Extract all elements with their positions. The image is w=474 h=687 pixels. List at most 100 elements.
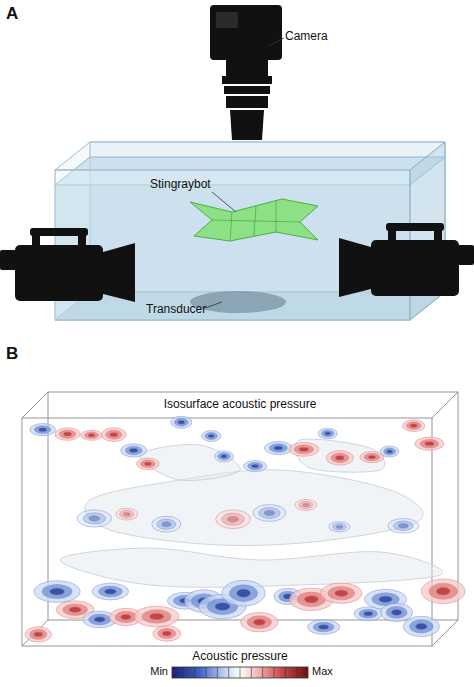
pressure-lobe (63, 432, 71, 436)
pressure-lobe (55, 428, 81, 441)
pressure-lobe (421, 579, 465, 604)
pressure-lobe (420, 439, 439, 448)
pressure-lobe (92, 583, 129, 600)
pressure-lobe (406, 422, 421, 430)
pressure-lobe (436, 587, 450, 595)
pressure-lobe (335, 456, 344, 461)
pressure-lobe (152, 516, 181, 532)
camera-icon (210, 5, 282, 60)
domain-box (22, 418, 432, 646)
pressure-lobe (247, 616, 271, 629)
pressure-lobe (391, 609, 401, 615)
pressure-lobe (253, 505, 286, 522)
pressure-lobe (429, 583, 457, 599)
pressure-lobe (318, 428, 337, 439)
pressure-lobe (158, 629, 176, 639)
scale-end-label: Min (150, 665, 168, 678)
pressure-lobe (331, 453, 349, 462)
colorbar-tick (183, 667, 184, 678)
pressure-lobe (50, 588, 65, 595)
video-camera-icon (388, 227, 396, 242)
pressure-lobe (264, 510, 275, 515)
colorbar-tick (206, 667, 207, 678)
pressure-lobe (269, 444, 287, 452)
pressure-lobe (63, 604, 88, 615)
camera-icon (224, 86, 270, 94)
pressure-lobe (359, 609, 378, 618)
pressure-lobe (144, 462, 151, 466)
camera-icon (210, 5, 282, 140)
pressure-lobe (205, 432, 218, 439)
pressure-lobe (59, 430, 76, 438)
pressure-lobe (214, 451, 233, 462)
pressure-lobe (402, 420, 424, 432)
domain-box (48, 392, 458, 620)
pressure-lobe (69, 607, 81, 613)
camera-icon (226, 60, 268, 76)
pressure-lobe (299, 447, 309, 451)
pressure-lobe (253, 619, 265, 625)
pressure-lobe (244, 461, 267, 472)
domain-box (432, 392, 458, 418)
pressure-lobe (141, 460, 156, 468)
stingraybot-body (212, 201, 300, 241)
part-label: Transducer (146, 303, 206, 317)
stingraybot-body (190, 199, 318, 241)
isosurface-shell (85, 470, 423, 546)
pressure-lobe (201, 431, 221, 442)
panel-letter: A (6, 4, 18, 24)
pressure-lobe (83, 513, 105, 524)
pressure-lobe (120, 510, 134, 518)
stingraybot-body (190, 199, 318, 241)
pressure-isosurface (25, 416, 465, 642)
pressure-lobe (289, 442, 319, 456)
colorbar-tick (285, 667, 286, 678)
video-camera-icon (32, 232, 40, 247)
leader-line (205, 38, 284, 308)
pressure-lobe (221, 455, 227, 458)
pressure-lobe (34, 632, 42, 637)
pressure-lobe (229, 585, 257, 602)
pressure-lobe (174, 418, 188, 426)
pressure-lobe (216, 510, 251, 529)
pressure-lobe (89, 516, 100, 521)
pressure-lobe (302, 503, 309, 507)
pressure-lobe (319, 625, 329, 630)
pressure-lobe (299, 501, 313, 508)
domain-box (22, 392, 458, 646)
video-camera-icon (15, 245, 103, 301)
leader-line (268, 38, 284, 46)
pressure-lobe (142, 610, 171, 623)
pressure-lobe (227, 516, 238, 522)
pressure-lobe (81, 430, 102, 440)
domain-box (22, 392, 48, 418)
pressure-lobe (308, 620, 340, 635)
pressure-lobe (130, 448, 138, 452)
pressure-lobe (94, 617, 105, 622)
pressure-lobe (360, 452, 384, 463)
pressure-lobe (425, 442, 434, 446)
pressure-lobe (326, 451, 353, 466)
pressure-lobe (162, 522, 171, 527)
colorbar (183, 667, 296, 678)
pressure-lobe (98, 586, 122, 597)
pressure-lobe (415, 437, 444, 450)
camera-icon (222, 76, 272, 84)
video-camera-icon (0, 250, 17, 270)
pressure-lobe (251, 464, 258, 468)
pressure-lobe (115, 611, 136, 622)
colorbar-tick (274, 667, 275, 678)
leader-line (212, 192, 236, 212)
pressure-lobe (121, 444, 147, 457)
pressure-lobe (34, 426, 51, 434)
video-camera-icon (339, 223, 474, 297)
pressure-lobe (294, 445, 313, 454)
pressure-lobe (386, 606, 407, 618)
pressure-lobe (222, 580, 265, 606)
pressure-lobe (125, 446, 142, 455)
part-label: Stingraybot (150, 178, 211, 192)
pressure-lobe (101, 428, 126, 442)
scale-end-label: Max (312, 665, 333, 678)
